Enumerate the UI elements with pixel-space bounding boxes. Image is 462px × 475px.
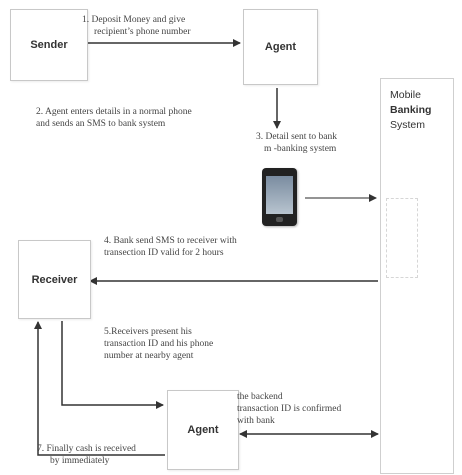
- step6-line3: with bank: [237, 416, 275, 426]
- sender-label: Sender: [30, 39, 68, 51]
- step6-line1: the backend: [237, 392, 283, 402]
- step5-line3: number at nearby agent: [104, 351, 194, 361]
- phone-home-button: [276, 217, 283, 222]
- step1-label: 1. Deposit Money and give recipient’s ph…: [82, 14, 191, 38]
- step6-label: the backend transaction ID is confirmed …: [237, 391, 341, 427]
- mobile-phone-icon: [262, 168, 297, 226]
- agent-bottom-box: Agent: [167, 390, 239, 470]
- arrow-receiver-to-agent: [61, 321, 164, 409]
- step7-label: 7. Finally cash is received by immediate…: [37, 443, 136, 467]
- step3-line2: m -banking system: [264, 144, 337, 154]
- step7-line1: 7. Finally cash is received: [37, 444, 136, 454]
- sender-box: Sender: [10, 9, 88, 81]
- step5-line1: 5.Receivers present his: [104, 327, 192, 337]
- step5-label: 5.Receivers present his transaction ID a…: [104, 326, 213, 362]
- mobile-banking-system-label: Mobile Banking System: [390, 88, 431, 133]
- arrow-agent-to-receiver: [34, 321, 165, 456]
- step4-line2: transection ID valid for 2 hours: [104, 248, 224, 258]
- mobile-banking-label-line3: System: [390, 119, 426, 131]
- agent-bottom-label: Agent: [187, 424, 219, 436]
- agent-top-label: Agent: [264, 41, 297, 53]
- mobile-banking-label-line2: Banking: [390, 104, 432, 116]
- step4-line1: 4. Bank send SMS to receiver with: [104, 236, 237, 246]
- bank-inner-dashed-box: [386, 198, 418, 278]
- step6-line2: transaction ID is confirmed: [237, 404, 342, 414]
- receiver-box: Receiver: [18, 240, 91, 319]
- step3-label: 3. Detail sent to bank m -banking system: [256, 131, 337, 155]
- step5-line2: transaction ID and his phone: [104, 339, 214, 349]
- step1-line1: 1. Deposit Money and give: [82, 15, 186, 25]
- step1-line2: recipient’s phone number: [94, 27, 191, 37]
- step4-label: 4. Bank send SMS to receiver with transe…: [104, 235, 237, 259]
- phone-screen: [266, 176, 293, 214]
- step3-line1: 3. Detail sent to bank: [256, 132, 337, 142]
- step7-line2: by immediately: [50, 456, 110, 466]
- step2-line1: 2. Agent enters details in a normal phon…: [36, 107, 192, 117]
- step2-line2: and sends an SMS to bank system: [36, 119, 166, 129]
- agent-top-box: Agent: [243, 9, 318, 85]
- receiver-label: Receiver: [31, 273, 78, 286]
- mobile-banking-label-line1: Mobile: [390, 89, 421, 101]
- step2-label: 2. Agent enters details in a normal phon…: [36, 106, 192, 130]
